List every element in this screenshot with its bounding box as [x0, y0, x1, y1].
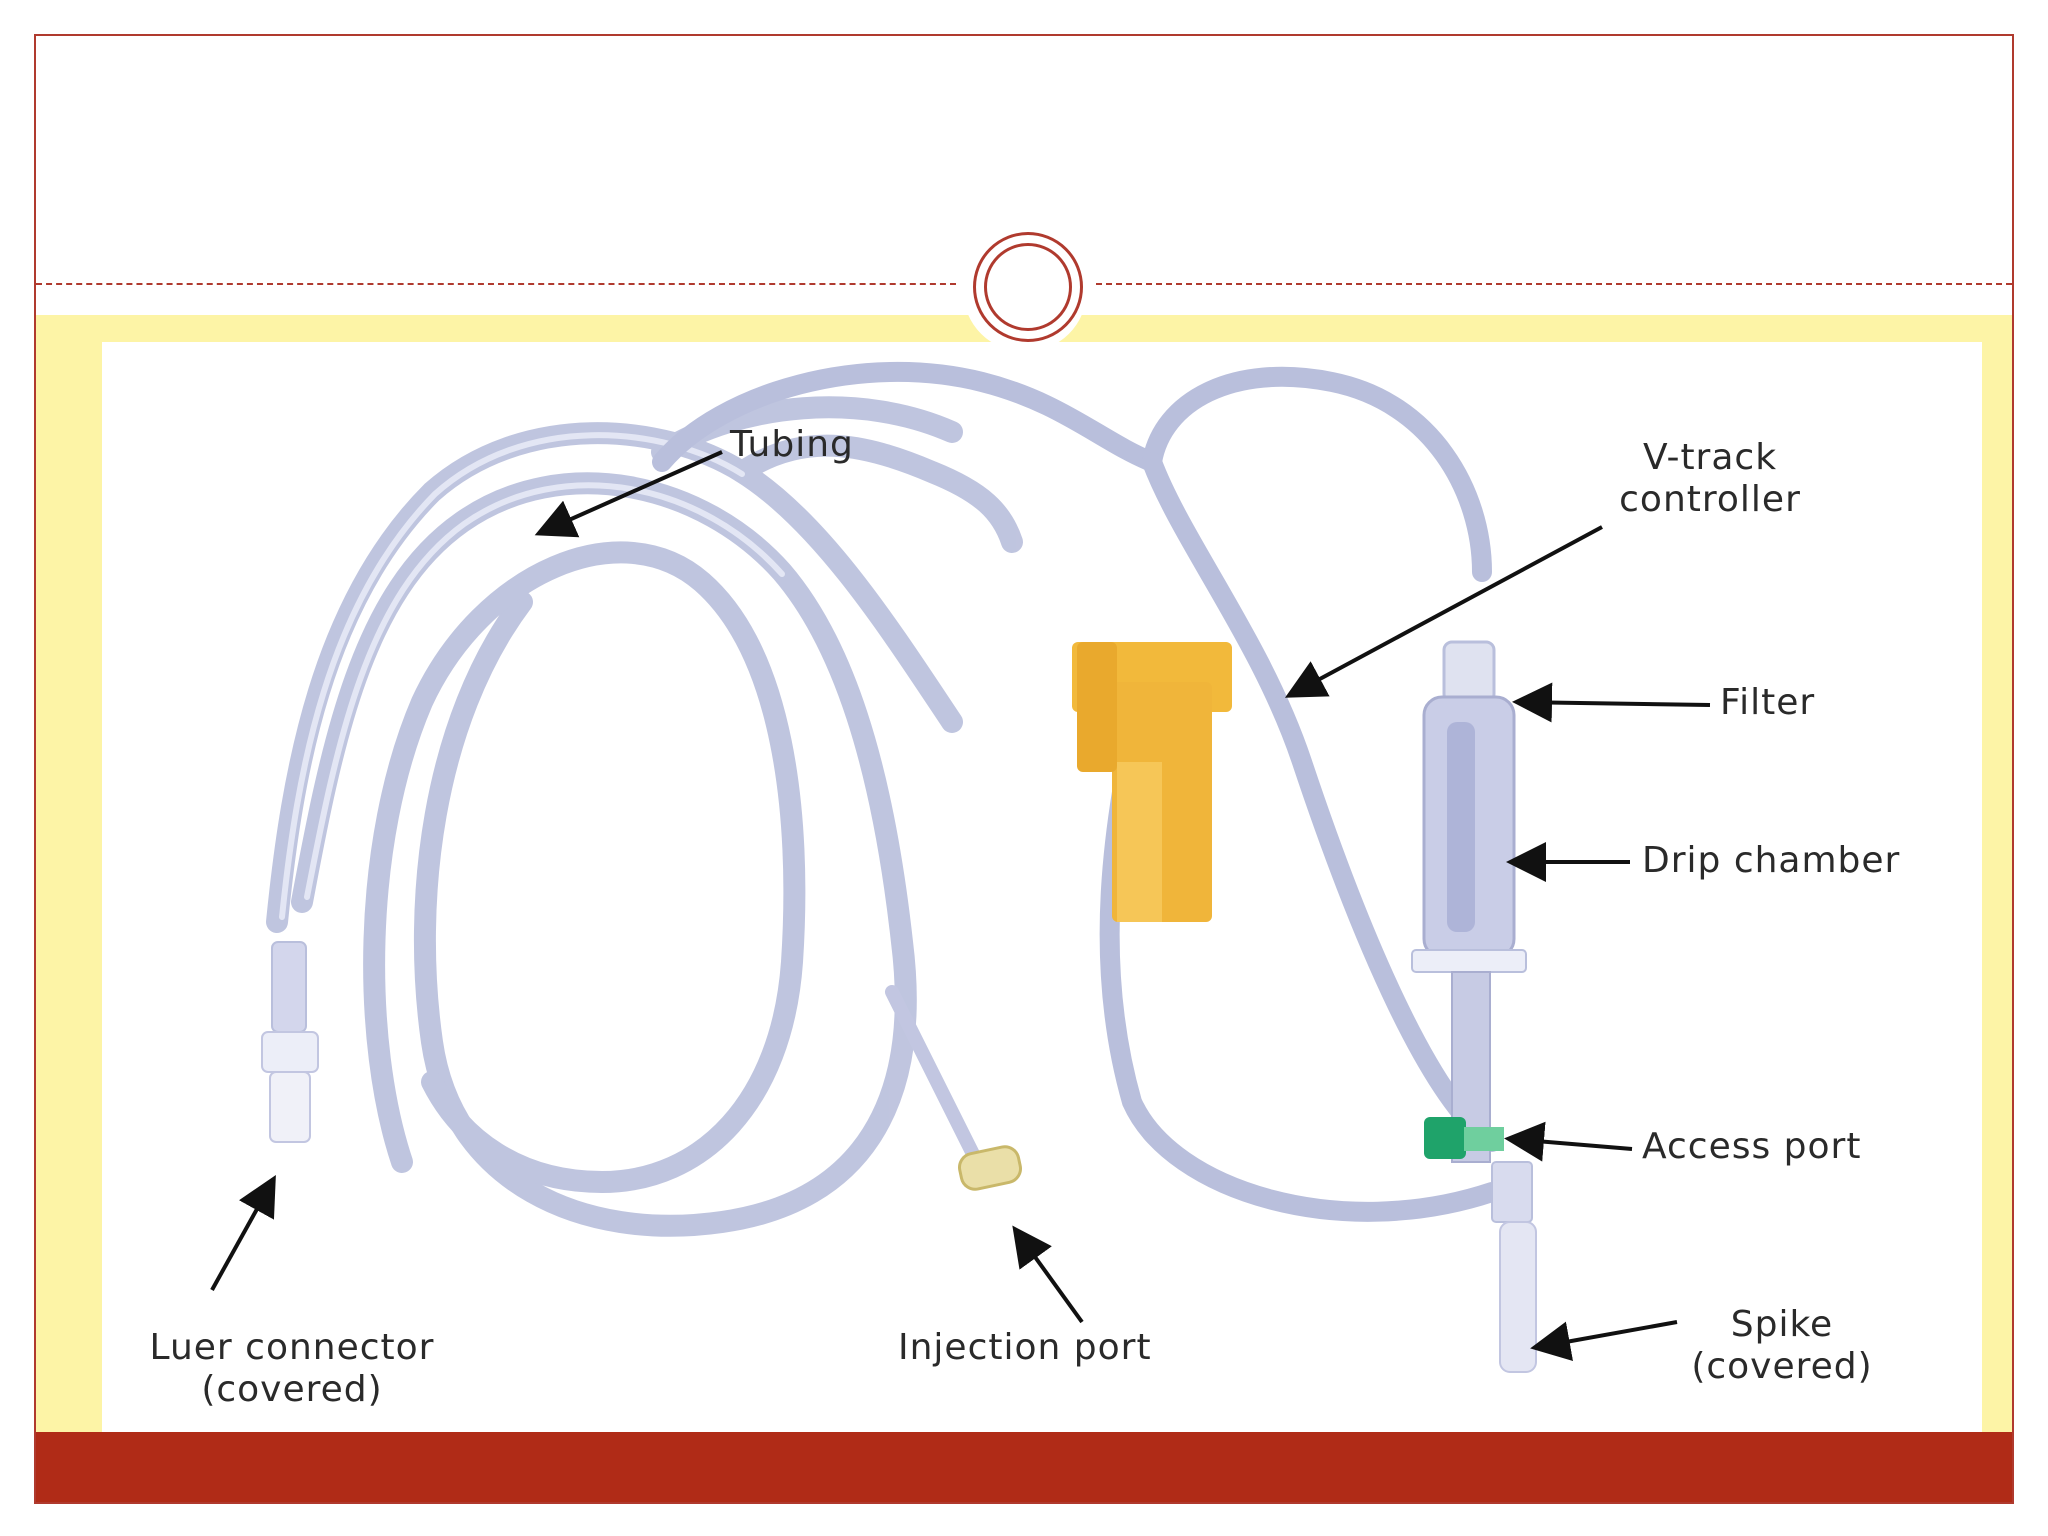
arrow-spike	[1530, 1320, 1678, 1362]
arrow-v-track	[1284, 525, 1603, 698]
label-luer-connector-line2: (covered)	[201, 1369, 383, 1410]
arrow-access-port	[1504, 1121, 1633, 1162]
label-v-track-line1: V-track	[1642, 437, 1778, 478]
label-access-port: Access port	[1642, 1126, 1862, 1167]
luer-connector-shape	[261, 941, 319, 1143]
arrow-injection-port	[1012, 1225, 1084, 1324]
ornament-ring-inner	[984, 243, 1072, 331]
header-divider-right	[1096, 283, 2012, 285]
tubing-coils	[266, 396, 1023, 1237]
iv-set-illustration	[210, 362, 1711, 1373]
access-port-shape	[1424, 1117, 1504, 1159]
label-spike-line1: Spike	[1730, 1304, 1834, 1345]
iv-set-photo: Tubing V-track controller Filter Drip ch…	[102, 342, 1982, 1432]
label-filter: Filter	[1720, 682, 1816, 723]
tubing-highlight	[279, 432, 785, 920]
arrow-filter	[1512, 682, 1711, 723]
footer-bar	[35, 1432, 2013, 1502]
label-injection-port: Injection port	[898, 1327, 1152, 1368]
arrow-tubing	[534, 450, 723, 538]
injection-port-shape	[885, 985, 1022, 1191]
label-luer-connector-line1: Luer connector	[149, 1327, 435, 1368]
arrow-luer-connector	[210, 1175, 276, 1291]
label-drip-chamber: Drip chamber	[1642, 840, 1901, 881]
label-v-track-line2: controller	[1619, 479, 1801, 520]
drip-chamber-shape	[1411, 640, 1527, 1163]
label-tubing: Tubing	[730, 424, 854, 465]
header-divider-left	[36, 283, 956, 285]
label-spike-line2: (covered)	[1691, 1346, 1873, 1387]
v-track-controller-shape	[1072, 642, 1232, 922]
spike-shape	[1491, 1161, 1537, 1373]
label-arrows	[210, 450, 1711, 1362]
